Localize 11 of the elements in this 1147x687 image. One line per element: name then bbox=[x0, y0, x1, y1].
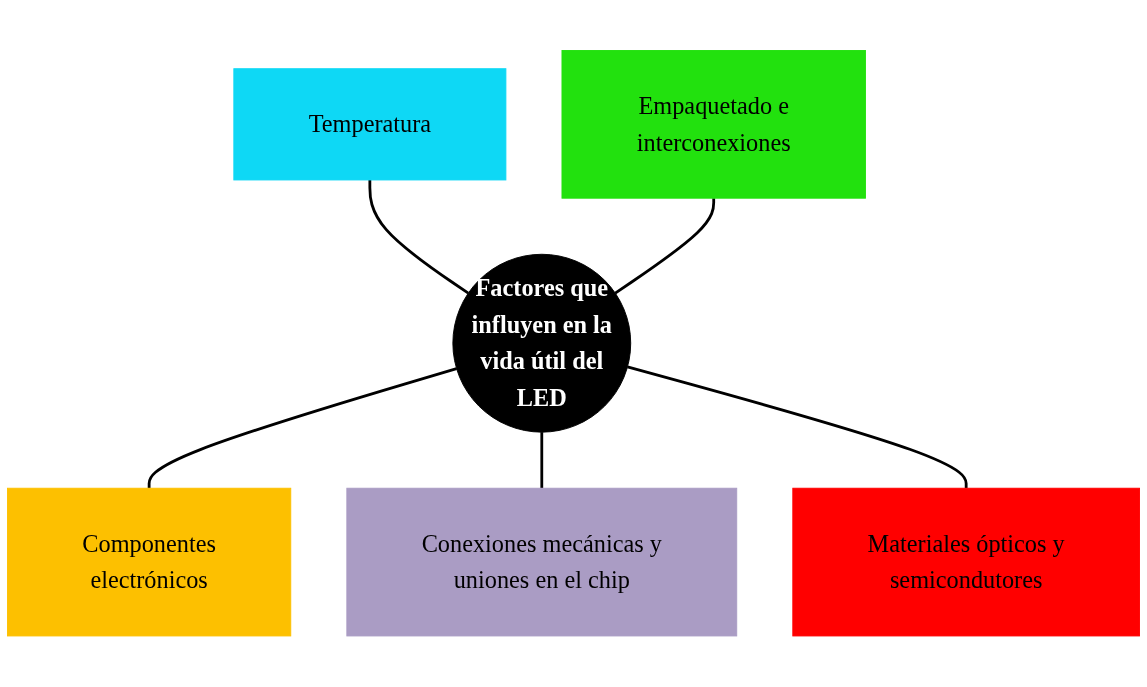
connector bbox=[614, 198, 716, 295]
node-box: Componentes electrónicos bbox=[7, 488, 292, 637]
node-box: Empaquetado e interconexiones bbox=[561, 50, 866, 199]
connector bbox=[627, 365, 968, 489]
node-circle: Factores que influyen en la vida útil del LED bbox=[452, 254, 632, 433]
connector bbox=[368, 180, 470, 295]
node-box: Temperatura bbox=[233, 68, 507, 181]
connector bbox=[540, 432, 544, 489]
node-box: Conexiones mecánicas y uniones en el chip bbox=[346, 488, 738, 637]
node-box: Materiales ópticos y semicondutores bbox=[792, 488, 1140, 637]
connector bbox=[147, 367, 457, 489]
